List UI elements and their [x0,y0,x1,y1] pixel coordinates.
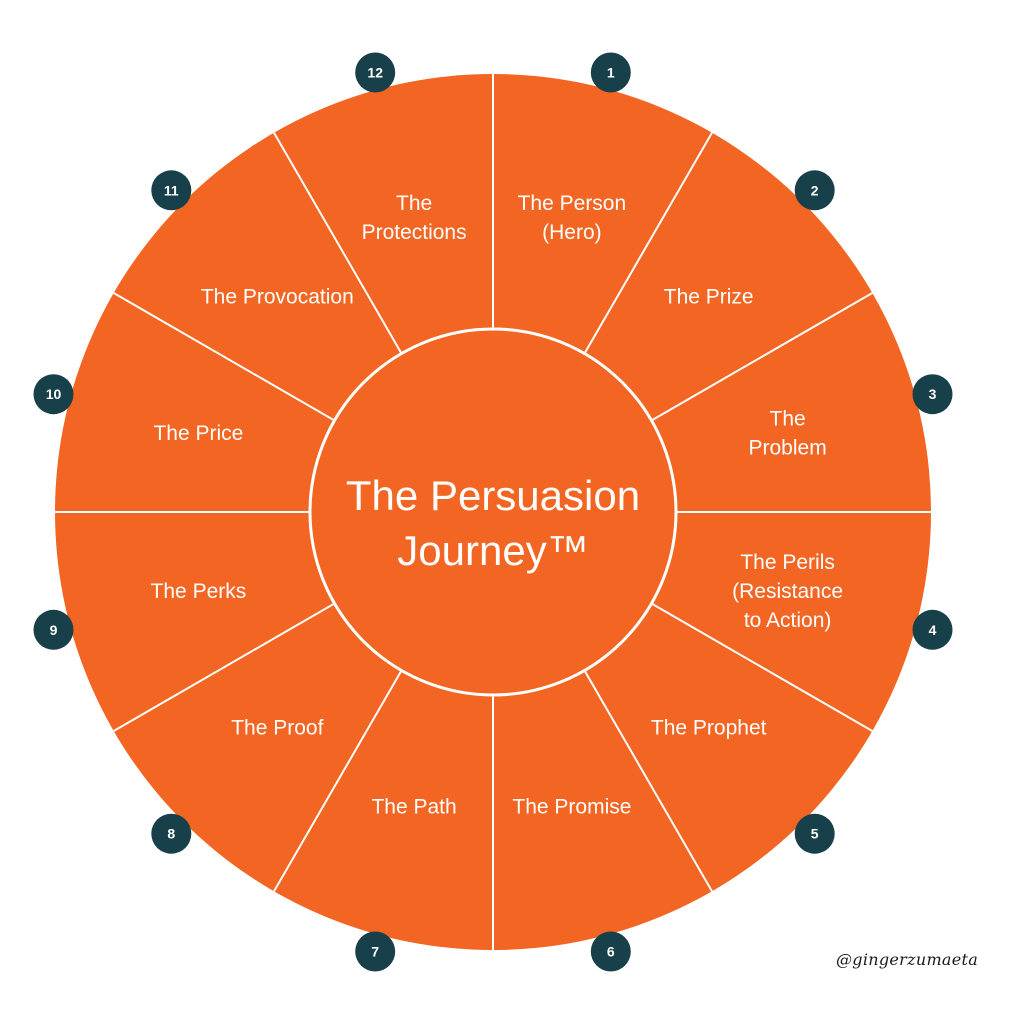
number-badge-circle [590,52,631,93]
center-hub-circle [308,327,678,697]
number-badge-circle [590,931,631,972]
number-badge-circle [355,52,396,93]
segment-label-line: The Price [153,422,243,445]
segment-dividers [55,74,931,950]
number-badge-text: 8 [167,826,175,842]
number-badge-text: 5 [811,826,819,842]
number-badge-text: 11 [164,182,179,198]
number-badge-3: 3 [912,374,953,415]
number-badge-6: 6 [590,931,631,972]
segment-label-1: The Person (Hero) [518,192,627,244]
segment-label-6: The Promise [512,796,631,819]
segment-label-line: The [770,408,806,431]
segment-label-line: The Perils [740,551,835,574]
segment-label-2: The Prize [664,285,754,308]
number-badge-text: 7 [371,944,379,960]
segment-label-line: The Prize [664,285,754,308]
segment-label-line: Protections [362,221,467,244]
segment-divider-3 [650,292,873,422]
segment-divider-2 [583,132,713,355]
segment-label-5: The Prophet [651,717,767,740]
segment-label-line: The [396,192,432,215]
number-badge-text: 10 [46,386,62,402]
segment-label-line: (Hero) [542,221,602,244]
center-title-line: The Persuasion [346,472,640,519]
number-badge-8: 8 [151,813,192,854]
number-badge-1: 1 [590,52,631,93]
segment-divider-11 [113,292,336,422]
number-badge-11: 11 [151,170,192,211]
segment-label-8: The Proof [231,717,323,740]
segment-divider-6 [583,669,713,892]
number-badge-12: 12 [355,52,396,93]
number-badge-text: 1 [607,65,615,81]
segment-divider-8 [273,669,403,892]
number-badge-circle [151,813,192,854]
author-signature: @gingerzumaeta [836,950,979,969]
number-badge-circle [33,374,74,415]
number-badge-text: 4 [929,622,937,638]
number-badge-text: 3 [929,386,937,402]
number-badge-text: 6 [607,944,615,960]
segment-label-line: The Perks [151,580,247,603]
segment-label-line: The Provocation [201,285,354,308]
segment-label-line: The Person [518,192,627,215]
number-badge-9: 9 [33,609,74,650]
segment-divider-9 [113,602,336,732]
number-badge-7: 7 [355,931,396,972]
segment-divider-12 [273,132,403,355]
segment-divider-5 [650,602,873,732]
segment-label-7: The Path [371,796,456,819]
segment-label-line: Problem [748,437,826,460]
segment-label-line: The Prophet [651,717,767,740]
segment-label-4: The Perils (Resistance to Action) [732,551,843,632]
segment-label-line: The Promise [512,796,631,819]
number-badge-text: 12 [367,65,383,81]
number-badge-circle [151,170,192,211]
number-badge-circle [794,813,835,854]
number-badge-10: 10 [33,374,74,415]
number-badge-text: 9 [50,622,58,638]
segment-label-line: (Resistance [732,580,843,603]
number-badge-circle [912,374,953,415]
number-badge-circle [912,609,953,650]
segment-label-9: The Perks [151,580,247,603]
segment-label-10: The Price [153,422,243,445]
center-title-line: Journey™ [397,527,588,574]
segment-label-line: The Path [371,796,456,819]
segment-label-line: to Action) [744,609,832,632]
segment-label-11: The Provocation [201,285,354,308]
number-badge-2: 2 [794,170,835,211]
number-badge-circle [33,609,74,650]
number-badge-5: 5 [794,813,835,854]
number-badge-text: 2 [811,182,819,198]
number-badge-circle [794,170,835,211]
number-badge-circle [355,931,396,972]
number-badge-4: 4 [912,609,953,650]
segment-label-line: The Proof [231,717,323,740]
